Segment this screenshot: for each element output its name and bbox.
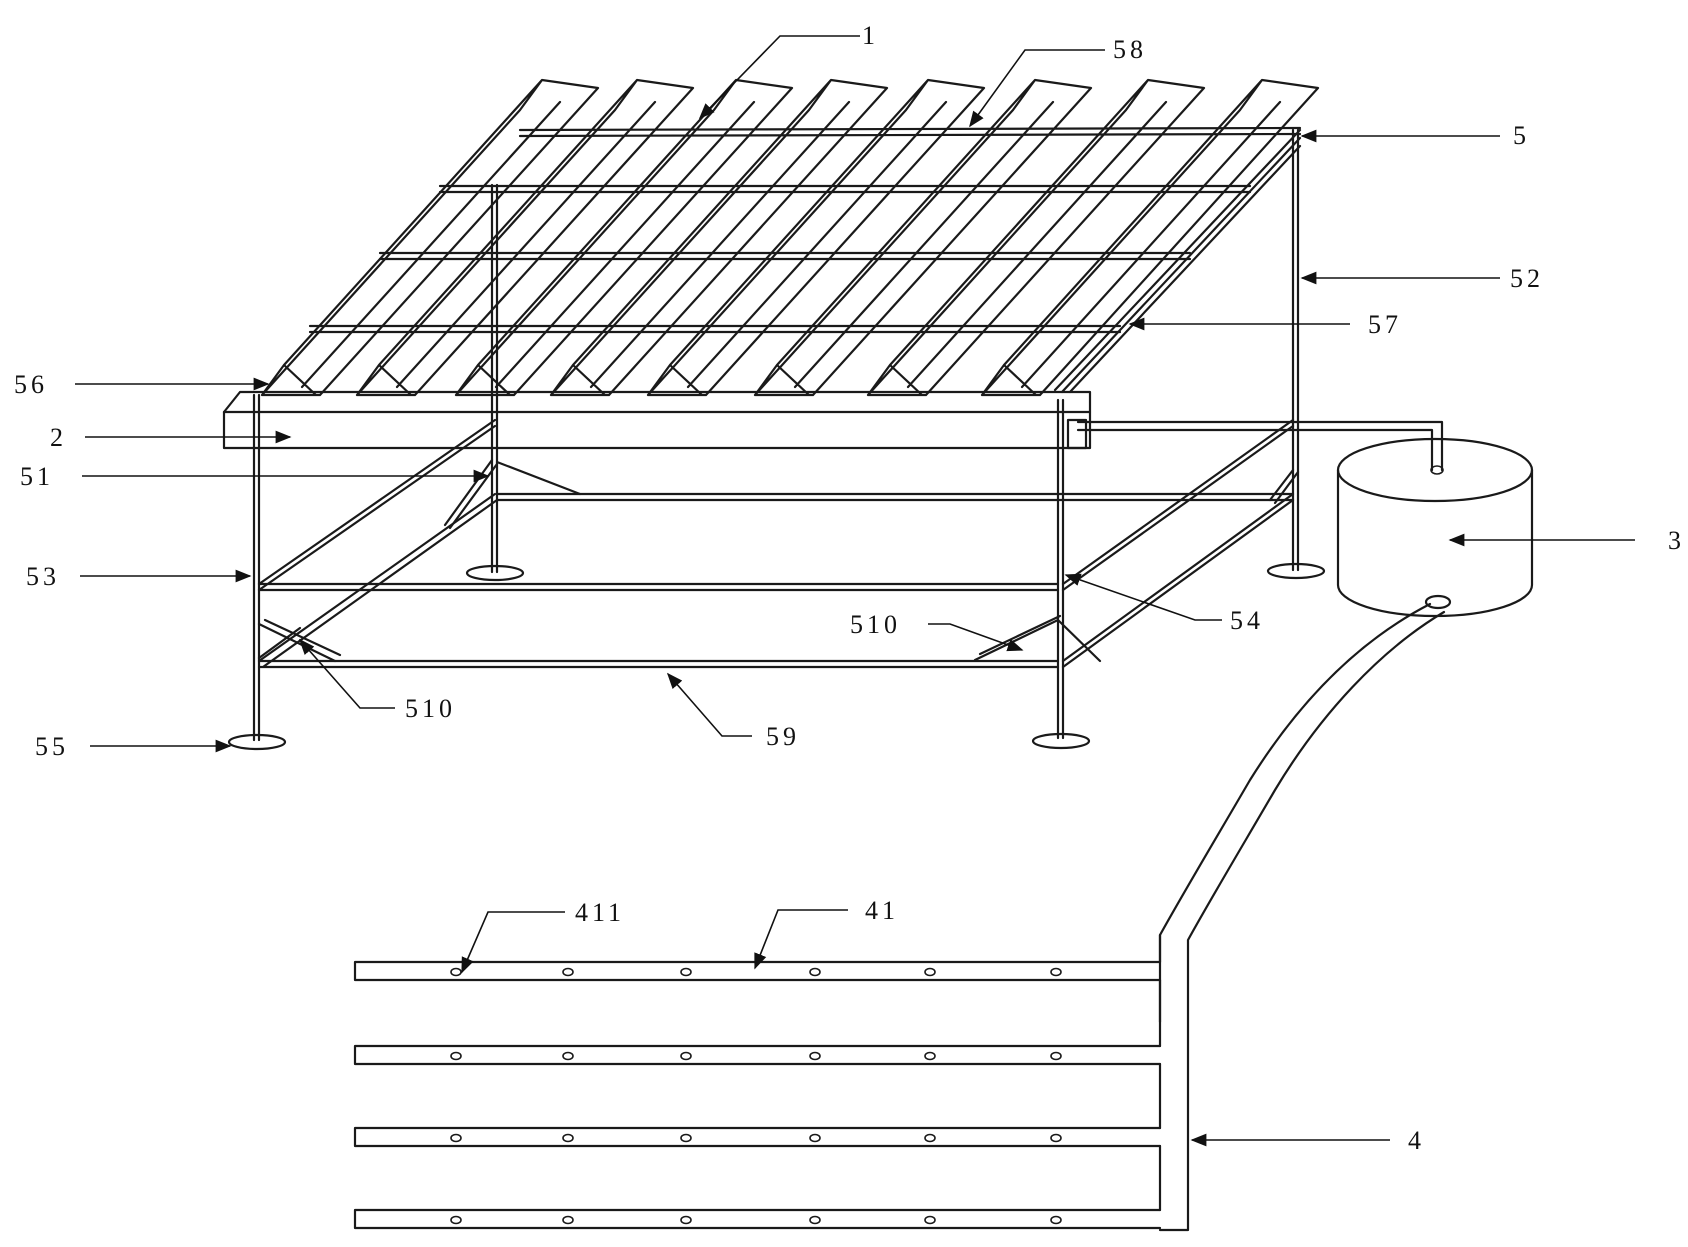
roof-side-bar bbox=[1053, 128, 1302, 394]
drip-hole bbox=[1050, 1133, 1062, 1143]
gutter-panel-outline bbox=[549, 78, 889, 397]
label-3: 3 bbox=[1668, 526, 1685, 555]
drip-hole bbox=[680, 1133, 692, 1143]
foot-plate-back-right bbox=[1266, 562, 1326, 580]
gutter-panel bbox=[260, 78, 600, 397]
leader-58 bbox=[969, 49, 1105, 128]
label-5: 5 bbox=[1513, 121, 1530, 150]
trough-front bbox=[222, 410, 1092, 450]
lateral-pipes bbox=[353, 933, 1162, 1230]
label-510-left: 510 bbox=[405, 694, 456, 723]
drip-hole bbox=[924, 1133, 936, 1143]
leader-411 bbox=[461, 911, 565, 974]
label-59: 59 bbox=[766, 722, 800, 751]
label-2: 2 bbox=[50, 423, 67, 452]
drip-hole bbox=[1050, 967, 1062, 977]
gutter-roof bbox=[260, 78, 1320, 397]
foot-plate-back-left bbox=[465, 564, 525, 582]
gutter-panel-outline bbox=[454, 78, 794, 397]
drip-hole bbox=[450, 1133, 462, 1143]
label-510-right: 510 bbox=[850, 610, 901, 639]
gutter-panel bbox=[866, 78, 1206, 397]
upper-ring bbox=[257, 418, 1295, 592]
leader-510-right bbox=[928, 623, 1024, 652]
label-411: 411 bbox=[575, 898, 625, 927]
corner-brace-front-left bbox=[257, 618, 342, 663]
leader-1 bbox=[698, 35, 860, 120]
drip-hole bbox=[809, 1215, 821, 1225]
roof-frame bbox=[308, 126, 1302, 394]
leader-59 bbox=[666, 672, 752, 737]
label-41: 41 bbox=[865, 896, 899, 925]
roof-crossbar-3 bbox=[308, 324, 1122, 334]
label-1: 1 bbox=[862, 21, 879, 50]
drip-hole bbox=[680, 1215, 692, 1225]
label-57: 57 bbox=[1368, 310, 1402, 339]
drip-hole bbox=[450, 967, 462, 977]
labels: 1 58 5 52 57 56 2 51 3 53 54 510 bbox=[14, 21, 1685, 1155]
drip-hole bbox=[562, 1133, 574, 1143]
label-54: 54 bbox=[1230, 606, 1264, 635]
lateral-pipe bbox=[353, 1044, 1162, 1066]
drip-hole bbox=[1050, 1215, 1062, 1225]
leader-54 bbox=[1064, 573, 1222, 621]
gutter-panel-outline bbox=[355, 78, 695, 397]
corner-brace-back-right bbox=[1268, 468, 1300, 505]
support-frame bbox=[227, 128, 1326, 751]
drip-hole bbox=[562, 967, 574, 977]
drip-hole bbox=[924, 967, 936, 977]
label-56: 56 bbox=[14, 370, 48, 399]
roof-crossbar-2 bbox=[378, 251, 1192, 261]
label-53: 53 bbox=[26, 562, 60, 591]
feed-pipe bbox=[1076, 420, 1444, 472]
drip-hole bbox=[1050, 1051, 1062, 1061]
drip-hole bbox=[924, 1215, 936, 1225]
roof-top-bar bbox=[518, 126, 1302, 138]
label-55: 55 bbox=[35, 732, 69, 761]
drip-hole bbox=[680, 1051, 692, 1061]
label-58: 58 bbox=[1113, 35, 1147, 64]
label-52: 52 bbox=[1510, 264, 1544, 293]
lateral-pipe bbox=[353, 1208, 1162, 1230]
gutter-panel-outline bbox=[866, 78, 1206, 397]
water-tank bbox=[1336, 437, 1534, 618]
gutter-panel-outline bbox=[260, 78, 600, 397]
drip-hole bbox=[450, 1215, 462, 1225]
drip-hole bbox=[809, 1133, 821, 1143]
lower-ring bbox=[257, 492, 1295, 669]
lateral-pipe bbox=[353, 1126, 1162, 1148]
gutter-panel bbox=[454, 78, 794, 397]
drip-hole bbox=[924, 1051, 936, 1061]
lateral-pipe bbox=[353, 960, 1162, 982]
gutter-panel bbox=[355, 78, 695, 397]
tank-inlet bbox=[1430, 465, 1444, 475]
label-4: 4 bbox=[1408, 1126, 1425, 1155]
water-collection-trough bbox=[222, 390, 1092, 450]
drip-hole bbox=[809, 967, 821, 977]
drip-hole bbox=[450, 1051, 462, 1061]
main-pipe bbox=[1158, 602, 1446, 1232]
roof-crossbar-1 bbox=[438, 184, 1252, 194]
drip-hole bbox=[562, 1051, 574, 1061]
foot-plate-front-left bbox=[227, 733, 287, 751]
trough-top bbox=[222, 390, 1092, 414]
gutter-panel bbox=[549, 78, 889, 397]
leader-510-left bbox=[298, 638, 395, 709]
drip-hole bbox=[809, 1051, 821, 1061]
leader-41 bbox=[754, 909, 848, 970]
trough-end-cap bbox=[1066, 418, 1088, 450]
tank-top bbox=[1336, 437, 1534, 503]
drip-hole bbox=[562, 1215, 574, 1225]
tank-outlet bbox=[1424, 594, 1452, 610]
label-51: 51 bbox=[20, 462, 54, 491]
foot-plate-front-right bbox=[1031, 732, 1091, 750]
tank-body bbox=[1336, 468, 1534, 618]
drip-hole bbox=[680, 967, 692, 977]
